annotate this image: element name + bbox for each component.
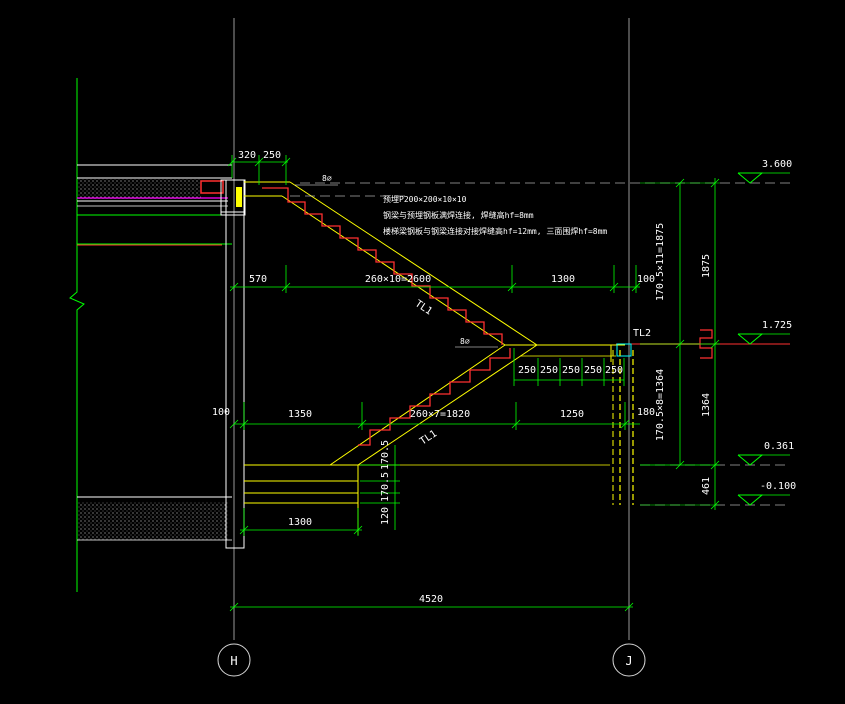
axis-bubble-j: J xyxy=(612,643,646,677)
flight-label-lower: TL1 xyxy=(418,428,439,447)
flight-label-upper: TL1 xyxy=(413,298,434,317)
level-marker-mid: 0.361 xyxy=(737,441,794,466)
rebar-mark-upper-text: 8⌀ xyxy=(322,174,332,183)
level-text-landing: 1.725 xyxy=(762,320,792,331)
axis-label-h: H xyxy=(230,654,237,668)
landing-tread-dims xyxy=(513,348,625,386)
axis-lines xyxy=(233,18,630,640)
top-dimension-chain xyxy=(227,155,291,185)
lower-horizontal-dims xyxy=(229,402,640,430)
tread-dim-3: 250 xyxy=(562,365,580,376)
dim-1300-upper: 1300 xyxy=(551,274,575,285)
dim-120: 120 xyxy=(380,507,391,525)
bottom-step-dims xyxy=(360,445,400,530)
tread-dim-2: 250 xyxy=(540,365,558,376)
dim-180-landing: 180 xyxy=(637,407,655,418)
dim-base: 461 xyxy=(701,477,712,495)
rebar-mark-lower: 8⌀ xyxy=(455,337,498,348)
upper-floor-slab xyxy=(77,164,232,246)
wall xyxy=(220,179,246,549)
dim-rise-2: 170.5 xyxy=(380,472,391,502)
note-1: 预埋P200×200×10×10 xyxy=(383,194,467,204)
notes: 预埋P200×200×10×10 钢梁与预埋钢板满焊连接, 焊缝高hf=8mm … xyxy=(383,194,607,236)
dim-overall: 4520 xyxy=(419,594,443,605)
dim-100-upper: 100 xyxy=(637,274,655,285)
dim-upper-total: 1875 xyxy=(701,254,712,278)
rebar-mark-lower-text: 8⌀ xyxy=(460,337,470,346)
note-3: 楼梯梁钢板与钢梁连接对接焊缝高hf=12mm, 三面围焊hf=8mm xyxy=(383,226,607,236)
dim-570: 570 xyxy=(249,274,267,285)
beam-label-tl2: TL2 xyxy=(633,328,651,339)
tread-dim-5: 250 xyxy=(605,365,623,376)
dim-upper-run: 260×10=2600 xyxy=(365,274,431,285)
axis-label-j: J xyxy=(625,654,632,668)
vertical-dimensions xyxy=(640,178,720,510)
dim-rise-1: 170.5 xyxy=(380,440,391,470)
level-marker-top: 3.600 xyxy=(737,159,792,184)
axis-bubble-h: H xyxy=(217,643,251,677)
dim-lower-calc: 170.5×8=1364 xyxy=(655,369,666,441)
break-line xyxy=(69,78,85,592)
upper-horizontal-dims xyxy=(229,265,641,293)
overall-dimension xyxy=(229,602,634,612)
dim-lower-total: 1364 xyxy=(701,393,712,417)
dim-lower-run: 260×7=1820 xyxy=(410,409,470,420)
dim-1250: 1250 xyxy=(560,409,584,420)
bottom-1300-dim xyxy=(239,508,363,536)
rebar-mark-upper: 8⌀ xyxy=(295,174,338,186)
lower-floor-slab xyxy=(77,496,232,541)
level-text-mid: 0.361 xyxy=(764,441,794,452)
tread-dim-4: 250 xyxy=(584,365,602,376)
dim-100-wall: 100 xyxy=(212,407,230,418)
level-marker-landing: 1.725 xyxy=(737,320,792,345)
level-marker-bottom: -0.100 xyxy=(737,481,796,506)
dim-250-top: 250 xyxy=(263,150,281,161)
dim-1300-bottom: 1300 xyxy=(288,517,312,528)
level-text-top: 3.600 xyxy=(762,159,792,170)
dim-upper-calc: 170.5×11=1875 xyxy=(655,223,666,301)
note-2: 钢梁与预埋钢板满焊连接, 焊缝高hf=8mm xyxy=(383,210,534,220)
upper-flight xyxy=(244,181,538,346)
dim-1350: 1350 xyxy=(288,409,312,420)
tread-dim-1: 250 xyxy=(518,365,536,376)
level-text-bottom: -0.100 xyxy=(760,481,796,492)
dim-320: 320 xyxy=(238,150,256,161)
